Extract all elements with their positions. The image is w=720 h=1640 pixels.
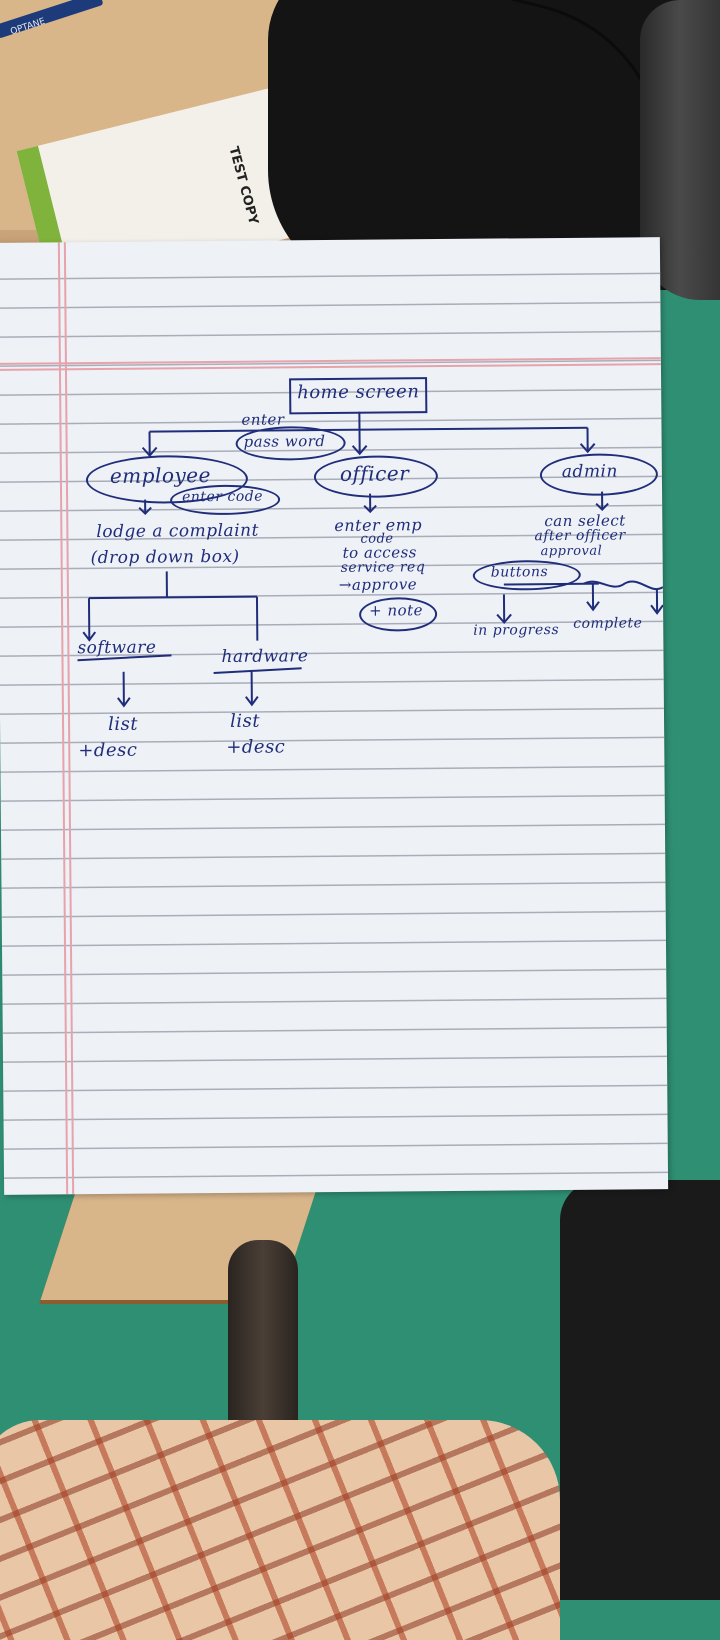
hardware-desc: +desc	[226, 736, 285, 758]
software-label: software	[77, 638, 156, 659]
notebook-page: home screen enter pass word employee ent…	[0, 237, 668, 1195]
software-desc: +desc	[78, 740, 137, 762]
admin-line3: approval	[541, 544, 603, 560]
hardware-label: hardware	[221, 646, 308, 667]
officer-label: officer	[340, 461, 410, 486]
officer-line4: service req	[341, 559, 426, 576]
employee-label: employee	[110, 463, 211, 488]
buttons-label: buttons	[491, 564, 549, 581]
hardware-list: list	[230, 711, 260, 732]
checkered-cushion	[0, 1420, 560, 1640]
admin-label: admin	[562, 461, 618, 481]
officer-line5: →approve	[339, 575, 417, 594]
note-label: + note	[369, 601, 423, 619]
lodge-complaint-line2: (drop down box)	[91, 547, 240, 568]
complete-label: complete	[573, 615, 642, 632]
password-label: pass word	[244, 432, 326, 451]
lodge-complaint-line1: lodge a complaint	[96, 521, 259, 542]
dark-object	[560, 1180, 720, 1600]
home-screen-label: home screen	[297, 381, 419, 403]
enter-code-label: enter code	[182, 489, 263, 506]
admin-line2: after officer	[534, 527, 625, 544]
in-progress-label: in progress	[473, 622, 559, 639]
software-list: list	[108, 714, 138, 735]
